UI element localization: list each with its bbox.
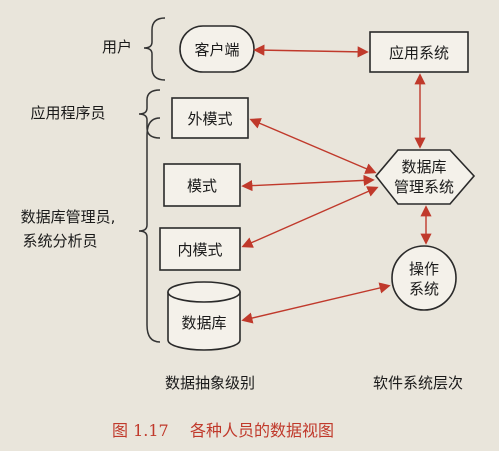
database-node	[167, 281, 241, 351]
role-user: 用户	[102, 38, 132, 56]
schema-label: 模式	[187, 177, 217, 195]
arrow-schema-dbms	[241, 174, 375, 192]
role-system-analyst: 系统分析员	[22, 232, 97, 250]
dbms-label-line1: 数据库	[401, 158, 446, 176]
app-system-node	[369, 31, 469, 73]
database-label: 数据库	[181, 314, 226, 332]
arrow-external-dbms	[249, 118, 377, 174]
role-dba: 数据库管理员,	[21, 208, 116, 226]
app-system-label: 应用系统	[389, 44, 449, 62]
os-label-line1: 操作	[409, 260, 439, 278]
os-label-line2: 系统	[409, 280, 439, 298]
dbms-label-line2: 管理系统	[394, 178, 454, 196]
dba-brace	[138, 117, 161, 343]
internal-schema-label: 内模式	[177, 241, 222, 259]
internal-schema-node	[159, 227, 241, 271]
figure-number: 图 1.17	[112, 421, 169, 440]
figure-caption: 各种人员的数据视图	[190, 421, 334, 440]
column-label-right: 软件系统层次	[373, 374, 463, 392]
dbms-node	[374, 149, 476, 205]
user-brace	[143, 17, 166, 81]
arrow-internal-dbms	[241, 186, 379, 248]
column-label-left: 数据抽象级别	[165, 374, 255, 392]
external-schema-label: 外模式	[187, 110, 232, 128]
arrow-client-app	[253, 44, 369, 58]
os-node	[391, 245, 457, 311]
role-app-programmer: 应用程序员	[30, 104, 105, 122]
schema-node	[163, 163, 241, 207]
external-schema-node	[171, 97, 249, 139]
arrow-database-os	[241, 282, 391, 324]
client-label: 客户端	[194, 41, 239, 59]
